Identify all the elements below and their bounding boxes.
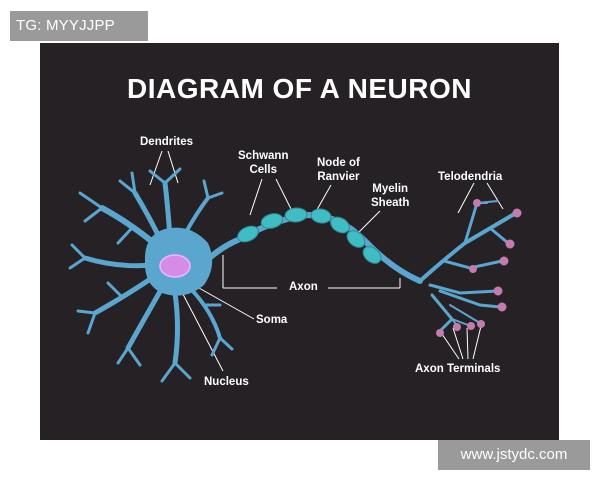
label-node-line1: Node of [317, 157, 360, 169]
label-nucleus: Nucleus [204, 376, 249, 388]
dendrites [68, 167, 234, 383]
watermark-url: www.jstydc.com [438, 440, 590, 470]
label-myelin-sheath: Myelin Sheath [371, 182, 409, 210]
label-telodendria: Telodendria [438, 171, 503, 183]
axon [197, 211, 423, 284]
label-schwann-line1: Schwann [238, 150, 289, 162]
neuron-illustration [68, 150, 522, 383]
label-soma: Soma [256, 314, 288, 326]
telodendria [418, 200, 518, 333]
label-schwann-line2: Cells [249, 164, 277, 176]
label-axon: Axon [289, 281, 318, 293]
neuron-diagram-panel: DIAGRAM OF A NEURON [40, 43, 559, 440]
axon-terminals [436, 199, 522, 337]
diagram-title: DIAGRAM OF A NEURON [127, 73, 472, 104]
label-dendrites: Dendrites [140, 136, 194, 148]
label-node-line2: Ranvier [317, 171, 360, 183]
label-axon-terminals: Axon Terminals [415, 363, 501, 375]
myelin-sheath [237, 207, 382, 264]
label-node-of-ranvier: Node of Ranvier [317, 156, 360, 184]
channel-tag: TG: MYYJJPP [10, 11, 148, 41]
leader-lines [149, 150, 504, 372]
label-schwann-cells: Schwann Cells [238, 149, 288, 177]
nucleus [159, 254, 191, 278]
label-myelin-line1: Myelin [372, 183, 409, 195]
label-myelin-line2: Sheath [371, 197, 410, 209]
